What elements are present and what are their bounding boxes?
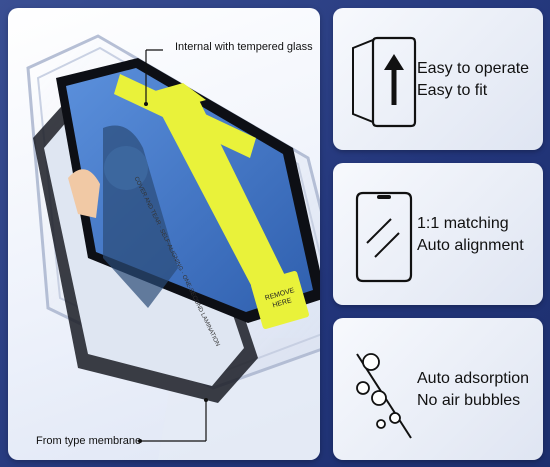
feature-card-matching: 1:1 matching Auto alignment [333,163,543,305]
product-illustration [26,34,320,460]
feature-line-1: Auto adsorption [417,370,530,387]
product-image-panel: REMOVE HERE COVER AND TEAR · SELF-ALIGNI… [8,8,320,460]
callout-tempered-glass: Internal with tempered glass [175,41,313,53]
feature-text-matching: 1:1 matching Auto alignment [417,213,524,257]
feature-text-adsorption: Auto adsorption No air bubbles [417,368,529,412]
feature-line-2: Auto alignment [417,237,524,254]
feature-text-easy: Easy to operate Easy to fit [417,58,529,102]
yellow-sticker [114,74,309,329]
feature-line-2: Easy to fit [417,82,488,99]
hand-illustration [68,169,100,218]
feature-card-adsorption: Auto adsorption No air bubbles [333,318,543,460]
feature-card-easy: Easy to operate Easy to fit [333,8,543,150]
feature-line-1: Easy to operate [417,60,530,77]
screen-arrow-icon [352,36,417,128]
feature-line-2: No air bubbles [417,392,521,409]
bubbles-icon [356,353,412,439]
feature-line-1: 1:1 matching [417,215,509,232]
phone-outline-icon [355,191,413,283]
callout-membrane: From type membrane [36,435,142,447]
